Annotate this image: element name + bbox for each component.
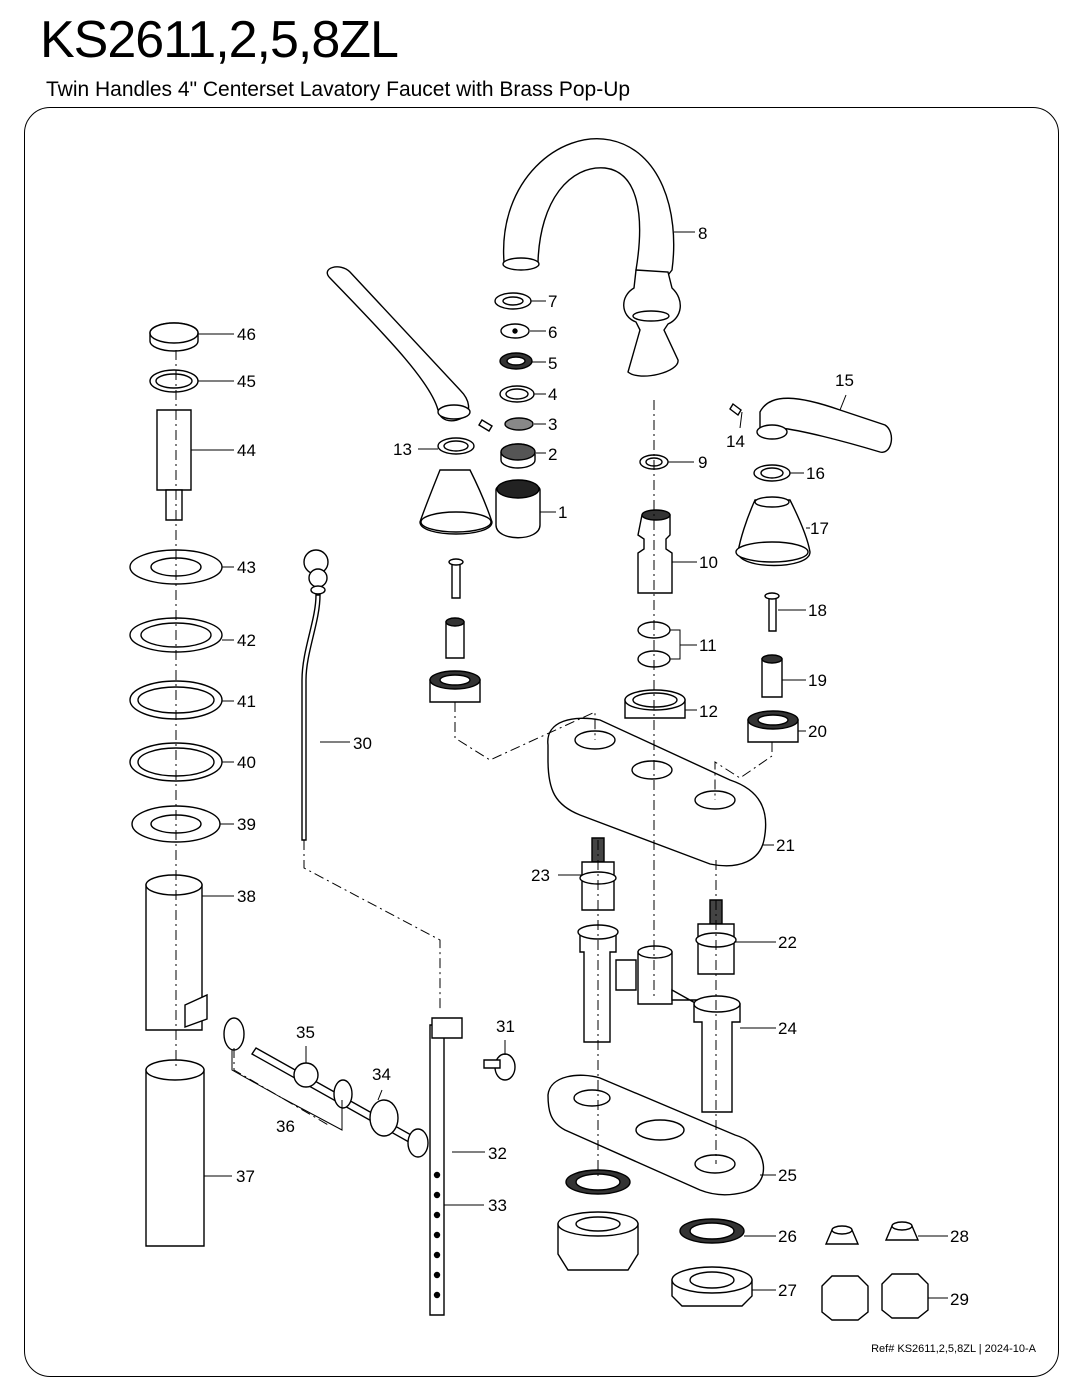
callout-11: 11: [699, 636, 717, 655]
callout-25: 25: [778, 1166, 797, 1185]
callout-34: 34: [372, 1065, 391, 1084]
page-title: KS2611,2,5,8ZL: [40, 11, 399, 69]
callout-36: 36: [276, 1117, 295, 1136]
part-deck-plate: [547, 717, 767, 867]
part-spout-adapter: [624, 454, 686, 719]
callout-8: 8: [698, 224, 707, 243]
callout-31: 31: [496, 1017, 515, 1036]
reference-code: Ref# KS2611,2,5,8ZL | 2024-10-A: [871, 1343, 1036, 1355]
callout-30: 30: [353, 734, 372, 753]
callout-46: 46: [237, 325, 256, 344]
part-lift-rod: [301, 549, 329, 841]
part-pivot-assembly: [223, 1017, 516, 1316]
callout-26: 26: [778, 1227, 797, 1246]
callout-44: 44: [237, 441, 256, 460]
callout-33: 33: [488, 1196, 507, 1215]
callout-37: 37: [236, 1167, 255, 1186]
callout-2: 2: [548, 445, 557, 464]
callout-43: 43: [237, 558, 256, 577]
callout-23: 23: [531, 866, 550, 885]
callout-7: 7: [548, 292, 557, 311]
callout-16: 16: [806, 464, 825, 483]
callout-42: 42: [237, 631, 256, 650]
callout-35: 35: [296, 1023, 315, 1042]
diagram-frame: [24, 107, 1059, 1377]
callout-3: 3: [548, 415, 557, 434]
callout-39: 39: [237, 815, 256, 834]
callout-22: 22: [778, 933, 797, 952]
leader-lines: [191, 231, 948, 1299]
callout-9: 9: [698, 453, 707, 472]
callout-24: 24: [778, 1019, 797, 1038]
alignment-lines: [175, 350, 773, 1180]
callout-5: 5: [548, 354, 557, 373]
part-spout: [502, 138, 681, 377]
callout-21: 21: [776, 836, 795, 855]
part-left-lever-handle: [326, 266, 493, 703]
callout-4: 4: [548, 385, 557, 404]
callout-28: 28: [950, 1227, 969, 1246]
callout-27: 27: [778, 1281, 797, 1300]
callout-1: 1: [558, 503, 567, 522]
callout-15: 15: [835, 371, 854, 390]
callout-40: 40: [237, 753, 256, 772]
callout-18: 18: [808, 601, 827, 620]
callout-10: 10: [699, 553, 718, 572]
callout-38: 38: [237, 887, 256, 906]
callout-17: 17: [810, 519, 829, 538]
part-compression-fittings: [821, 1221, 929, 1321]
callout-20: 20: [808, 722, 827, 741]
part-aerator-stack: [494, 292, 541, 539]
part-right-lever-handle: [729, 397, 893, 743]
page-subtitle: Twin Handles 4" Centerset Lavatory Fauce…: [46, 78, 631, 101]
callout-32: 32: [488, 1144, 507, 1163]
callout-29: 29: [950, 1290, 969, 1309]
part-valve-body: [577, 924, 741, 1113]
callout-41: 41: [237, 692, 256, 711]
part-bottom-plate: [547, 1074, 765, 1196]
part-mounting-nuts: [557, 1169, 753, 1307]
callout-14: 14: [726, 432, 745, 451]
callout-12: 12: [699, 702, 718, 721]
callout-45: 45: [237, 372, 256, 391]
callout-19: 19: [808, 671, 827, 690]
callout-6: 6: [548, 323, 557, 342]
callout-13: 13: [393, 440, 412, 459]
